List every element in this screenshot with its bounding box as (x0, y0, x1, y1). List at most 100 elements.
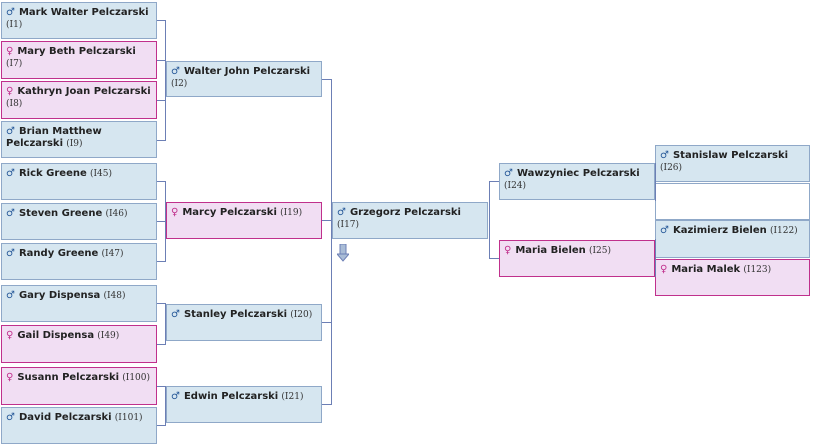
connector-line (157, 261, 166, 262)
connector-line (157, 60, 166, 61)
person-box-i7[interactable]: ♀Mary Beth Pelczarski (I7) (1, 41, 157, 79)
connector-line (157, 386, 166, 387)
person-name: Brian Matthew Pelczarski (6, 126, 102, 149)
person-id: (I1) (6, 20, 23, 30)
person-box-i17[interactable]: ♂Grzegorz Pelczarski (I17) (332, 202, 488, 239)
person-id: (I47) (101, 249, 124, 259)
male-symbol-icon: ♂ (660, 150, 669, 161)
person-name: Kazimierz Bielen (672, 225, 767, 236)
person-id: (I8) (6, 99, 23, 109)
person-box-i123[interactable]: ♀Maria Malek (I123) (655, 259, 810, 296)
connector-line (322, 404, 331, 405)
person-box-i2[interactable]: ♂Walter John Pelczarski (I2) (166, 61, 322, 97)
person-id: (I46) (105, 209, 128, 219)
person-box-i49[interactable]: ♀Gail Dispensa (I49) (1, 325, 157, 363)
connector-line (157, 100, 166, 101)
person-box-i46[interactable]: ♂Steven Greene (I46) (1, 203, 157, 240)
person-box-i8[interactable]: ♀Kathryn Joan Pelczarski (I8) (1, 81, 157, 119)
person-box-i48[interactable]: ♂Gary Dispensa (I48) (1, 285, 157, 322)
connector-line (165, 303, 166, 345)
male-symbol-icon: ♂ (6, 168, 15, 179)
male-symbol-icon: ♂ (6, 412, 15, 423)
person-name: Steven Greene (18, 208, 103, 219)
connector-line (489, 181, 499, 182)
connector-line (157, 425, 166, 426)
connector-line (655, 239, 656, 277)
person-id: (I17) (337, 220, 360, 230)
connector-line (489, 181, 490, 259)
female-symbol-icon: ♀ (171, 207, 179, 218)
person-name: Maria Bielen (515, 245, 586, 256)
male-symbol-icon: ♂ (6, 208, 15, 219)
female-symbol-icon: ♀ (504, 245, 512, 256)
person-name: Marcy Pelczarski (182, 207, 277, 218)
connector-line (489, 258, 499, 259)
connector-line (655, 163, 656, 201)
female-symbol-icon: ♀ (6, 372, 14, 383)
person-box-i26[interactable]: ♂Stanislaw Pelczarski (I26) (655, 145, 810, 182)
connector-line (157, 303, 166, 304)
person-id: (I2) (171, 79, 188, 89)
male-symbol-icon: ♂ (6, 248, 15, 259)
person-name: Stanislaw Pelczarski (672, 150, 789, 161)
person-id: (I100) (122, 373, 151, 383)
person-box-i100[interactable]: ♀Susann Pelczarski (I100) (1, 367, 157, 405)
person-id: (I49) (97, 331, 120, 341)
person-box-i20[interactable]: ♂Stanley Pelczarski (I20) (166, 304, 322, 341)
person-name: Randy Greene (18, 248, 99, 259)
person-box-i25[interactable]: ♀Maria Bielen (I25) (499, 240, 655, 277)
person-box-i9[interactable]: ♂Brian Matthew Pelczarski (I9) (1, 121, 157, 158)
person-name: Wawzyniec Pelczarski (516, 168, 640, 179)
connector-line (165, 386, 166, 426)
male-symbol-icon: ♂ (171, 66, 180, 77)
person-box-i47[interactable]: ♂Randy Greene (I47) (1, 243, 157, 280)
person-id: (I24) (504, 181, 527, 191)
person-id: (I122) (769, 226, 798, 236)
person-id: (I26) (660, 163, 683, 173)
male-symbol-icon: ♂ (6, 126, 15, 137)
person-box-i19[interactable]: ♀Marcy Pelczarski (I19) (166, 202, 322, 239)
person-box-i122[interactable]: ♂Kazimierz Bielen (I122) (655, 220, 810, 258)
person-name: Kathryn Joan Pelczarski (17, 86, 151, 97)
connector-line (331, 79, 332, 405)
person-name: Stanley Pelczarski (183, 309, 288, 320)
person-id: (I19) (280, 208, 303, 218)
connector-line (157, 221, 166, 222)
person-id: (I45) (89, 169, 112, 179)
connector-line (157, 181, 166, 182)
arrow-down-icon[interactable] (337, 244, 349, 262)
person-name: Mary Beth Pelczarski (17, 46, 136, 57)
person-id: (I25) (588, 246, 611, 256)
person-box-i1[interactable]: ♂Mark Walter Pelczarski (I1) (1, 2, 157, 39)
female-symbol-icon: ♀ (6, 86, 14, 97)
person-name: Grzegorz Pelczarski (349, 207, 461, 218)
connector-line (157, 344, 166, 345)
male-symbol-icon: ♂ (171, 309, 180, 320)
male-symbol-icon: ♂ (171, 391, 180, 402)
person-box-i21[interactable]: ♂Edwin Pelczarski (I21) (166, 386, 322, 423)
person-box-i24[interactable]: ♂Wawzyniec Pelczarski (I24) (499, 163, 655, 200)
person-name: Maria Malek (671, 264, 741, 275)
person-id: (I9) (66, 139, 83, 149)
male-symbol-icon: ♂ (660, 225, 669, 236)
person-box-i101[interactable]: ♂David Pelczarski (I101) (1, 407, 157, 444)
male-symbol-icon: ♂ (337, 207, 346, 218)
connector-line (165, 181, 166, 262)
person-id: (I101) (114, 413, 143, 423)
person-id: (I123) (743, 265, 772, 275)
person-id: (I20) (290, 310, 313, 320)
person-name: Rick Greene (18, 168, 87, 179)
male-symbol-icon: ♂ (6, 290, 15, 301)
female-symbol-icon: ♀ (6, 330, 14, 341)
person-box-i45[interactable]: ♂Rick Greene (I45) (1, 163, 157, 200)
male-symbol-icon: ♂ (6, 7, 15, 18)
person-name: Mark Walter Pelczarski (18, 7, 149, 18)
connector-line (322, 79, 331, 80)
male-symbol-icon: ♂ (504, 168, 513, 179)
person-name: Gary Dispensa (18, 290, 101, 301)
person-id: (I7) (6, 59, 23, 69)
empty-person-slot (655, 183, 810, 220)
connector-line (157, 20, 166, 21)
connector-line (157, 140, 166, 141)
